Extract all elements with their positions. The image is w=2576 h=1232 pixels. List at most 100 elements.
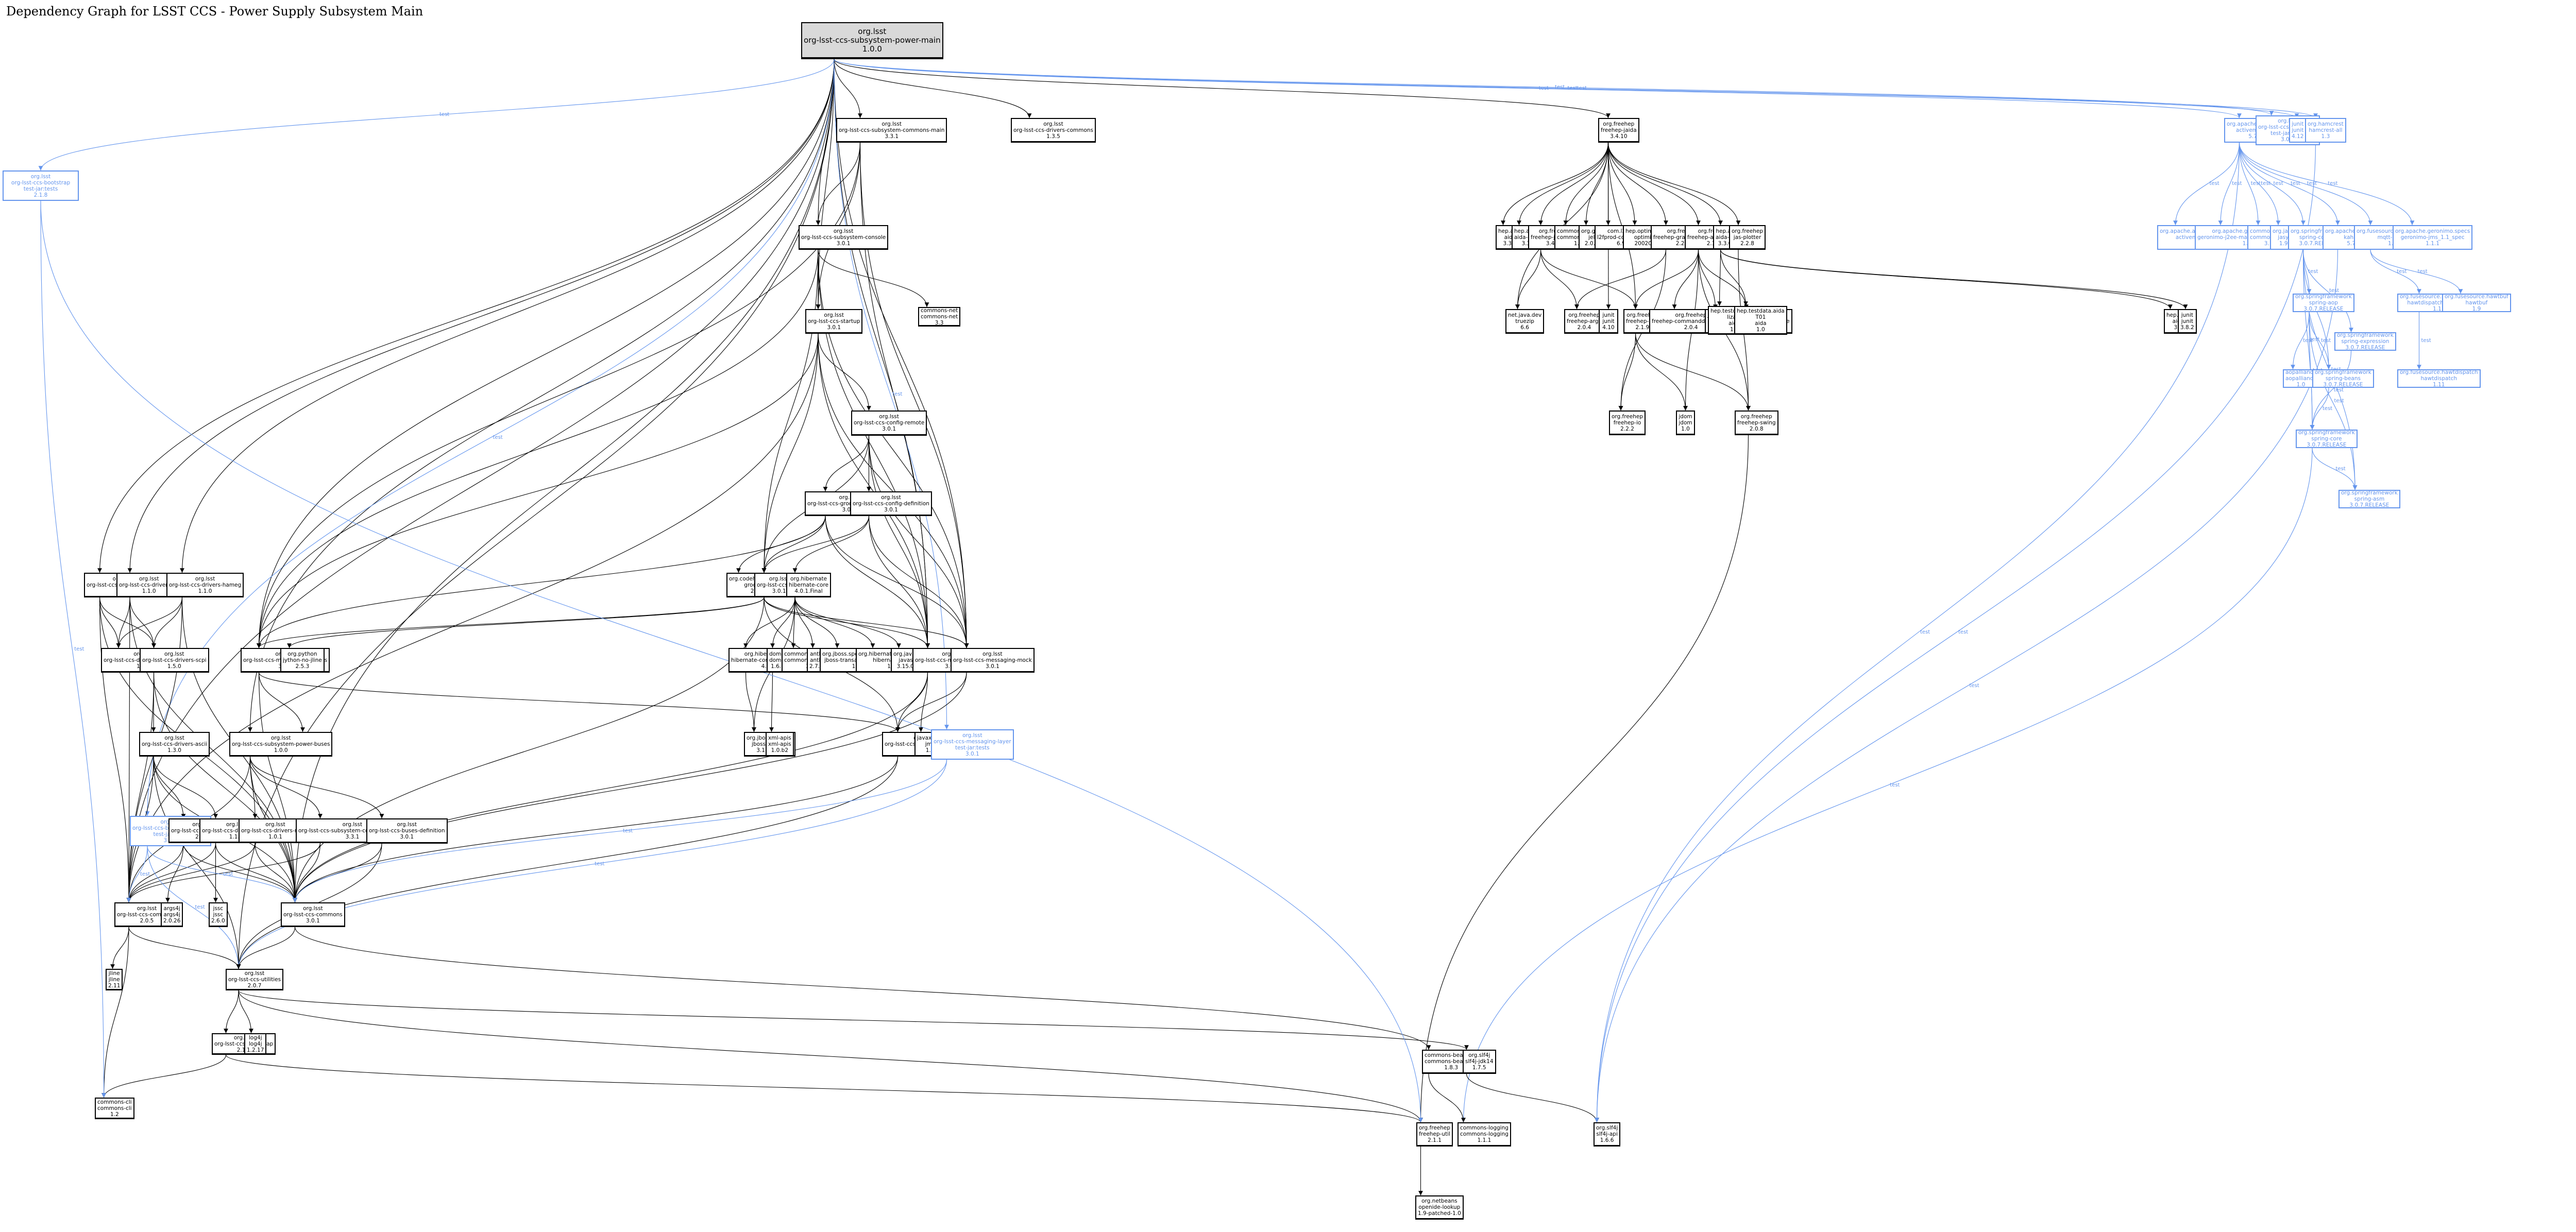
node-artifact: freehep-jaida <box>1601 127 1637 133</box>
edge-freehep_xml-to-jdom <box>1635 333 1688 411</box>
node-version: 2.1.9 <box>1635 324 1650 331</box>
node-group: log4j <box>248 1034 262 1041</box>
edge-config_definition-to-messaging_jms <box>868 516 930 648</box>
node-version: 1.1.0 <box>198 588 212 594</box>
node-version: 3.8.2 <box>2180 324 2194 331</box>
node-group: jssc <box>213 905 224 912</box>
edge-label-test: test <box>1890 782 1900 788</box>
node-version: 1.0.0 <box>274 747 288 754</box>
edge-root-to-messaging_jgroups <box>257 59 835 648</box>
edge-freehep_xml-to-freehep_swing <box>1635 333 1751 411</box>
edge-freehep_jaida-to-optimizers <box>1607 142 1637 226</box>
node-artifact: org-lsst-ccs-config-remote <box>854 420 925 426</box>
edge-drivers_hameg-to-drivers_commons_133 <box>116 597 183 648</box>
edge-label-test: test <box>223 871 233 877</box>
edge-ccs_core-to-messaging_jgroups <box>257 597 765 648</box>
edge-jaida_xml-to-truezip <box>1515 249 1541 310</box>
edge-label-test: test <box>2310 336 2320 343</box>
edge-drivers_bk-to-drivers_scpi <box>129 597 156 648</box>
node-artifact: spring-beans <box>2325 375 2361 382</box>
node-version: 3.0.7.RELEASE <box>2303 306 2344 312</box>
node-group: org.lsst <box>769 575 789 582</box>
node-version: 2.0.5 <box>140 917 154 924</box>
node-version: 1.0 <box>1681 425 1690 432</box>
node-group: org.lsst <box>164 651 184 657</box>
edge-messaging_jgroups-to-jgroups <box>258 672 305 732</box>
node-group: junit <box>2181 312 2193 318</box>
edge-application-to-javahelp <box>1698 249 1718 310</box>
edge-startup-to-ccs_core <box>761 333 819 573</box>
edge-hibernate_core-to-dom4j <box>770 597 795 648</box>
node-group: org.lsst <box>1043 121 1063 127</box>
edge-dom4j-to-xml_apis <box>769 672 774 732</box>
node-artifact: hawtdispatch <box>2420 375 2458 382</box>
edge-freehep_jaida-to-jas_plotter <box>1607 142 1741 226</box>
node-version: 3.0.7.RELEASE <box>2345 345 2385 351</box>
edge-activemq_core-to-geronimo_jms <box>2239 142 2415 226</box>
edge-label-test: test <box>74 646 84 652</box>
node-group: org.hamcrest <box>2308 121 2344 127</box>
node-artifact: org-lsst-ccs-startup <box>808 318 860 324</box>
node-version: 4.10 <box>1602 324 1615 331</box>
edge-messaging_layer_tests-to-utilities <box>236 759 947 969</box>
node-artifact: org-lsst-ccs-config-definition <box>853 500 929 507</box>
edge-root-to-startup <box>816 59 835 310</box>
node-group: commons-net <box>921 307 958 314</box>
edge-freehep_jaida-to-commons_math <box>1563 142 1609 226</box>
edge-root-to-subsys_commons_main <box>834 59 862 118</box>
node-version: 3.0.1 <box>882 426 896 432</box>
